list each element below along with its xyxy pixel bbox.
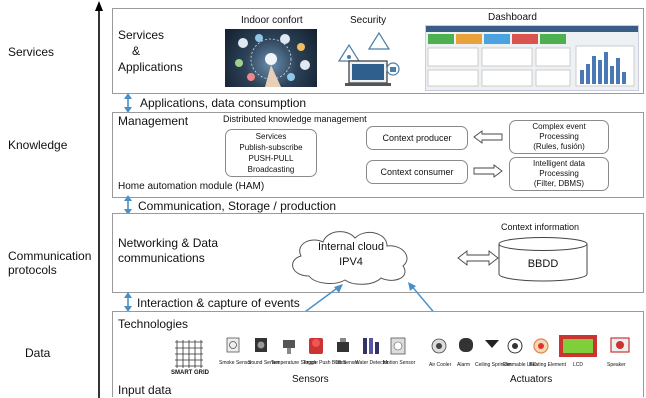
sensor-item-tilt: Tilt Sensor <box>335 360 359 366</box>
bbdd-label: BBDD <box>527 258 559 270</box>
arrow-from-consumer <box>473 164 503 178</box>
actuators-label: Actuators <box>510 374 553 385</box>
actuator-item-speaker: Speaker <box>607 362 626 368</box>
services-box: Services Publish-subscribe PUSH-PULL Bro… <box>225 129 317 177</box>
actuator-item-sprinkler: Ceiling Sprinkler <box>475 362 512 368</box>
communication-layer: Networking & Data communications Interna… <box>112 213 644 293</box>
sensor-icons <box>226 337 406 355</box>
actuator-item-air-cooler: Air Cooler <box>429 362 452 368</box>
label-communication: Communication protocols <box>8 249 92 277</box>
services-title: Services & Applications <box>118 28 183 74</box>
actuator-item-alarm: Alarm <box>457 362 471 368</box>
sensors-label: Sensors <box>292 374 329 385</box>
sensor-item-temperature: Temperature Sensor <box>271 360 317 366</box>
arrow-to-producer <box>473 130 503 144</box>
applications-data-consumption-label: Applications, data consumption <box>140 96 307 110</box>
sensor-item-toggle: Toggle Push Button <box>303 360 347 366</box>
actuator-item-dimmable-led: Dimmable LED <box>503 362 537 368</box>
security-image <box>335 27 403 87</box>
arrow-applications <box>124 93 132 113</box>
data-layer: Technologies SMART GRID Smoke Sensor Sou… <box>112 311 644 397</box>
dashboard-label: Dashboard <box>488 12 537 23</box>
security-label: Security <box>350 15 387 26</box>
context-producer-box: Context producer <box>366 126 468 150</box>
communication-storage-label: Communication, Storage / production <box>138 199 337 213</box>
sensor-item-water: Water Detector <box>355 360 389 366</box>
arrow-interaction <box>124 292 132 312</box>
label-data: Data <box>25 346 51 360</box>
label-knowledge: Knowledge <box>8 138 68 152</box>
sensor-item-smoke: Smoke Sensor <box>219 360 252 366</box>
label-services: Services <box>8 45 55 59</box>
smart-grid-icon <box>175 340 203 368</box>
arrow-communication <box>124 195 132 215</box>
networking-title: Networking & Data communications <box>118 236 219 265</box>
bbdd-cylinder <box>498 237 588 282</box>
interaction-capture-label: Interaction & capture of events <box>137 296 300 310</box>
actuator-item-lcd: LCD <box>573 362 584 368</box>
indoor-confort-label: Indoor confort <box>241 15 303 26</box>
actuator-icons <box>431 335 630 357</box>
cloud-db-arrow <box>457 250 499 266</box>
knowledge-layer: Management Distributed knowledge managem… <box>112 112 644 198</box>
vertical-axis-arrow <box>95 1 103 398</box>
distributed-knowledge-label: Distributed knowledge management <box>223 114 367 124</box>
internal-cloud-shape <box>292 231 408 285</box>
dashboard-image <box>425 25 639 91</box>
input-data-label: Input data <box>118 383 172 397</box>
internal-cloud-label: Internal cloud IPV4 <box>317 241 385 268</box>
actuator-item-heating: Heating Element <box>529 362 566 368</box>
management-label: Management <box>118 114 189 128</box>
context-information-label: Context information <box>501 222 580 232</box>
smart-grid-label: SMART GRID <box>171 370 209 376</box>
intelligent-data-box: Intelligent data Processing (Filter, DBM… <box>509 157 609 191</box>
ham-label: Home automation module (HAM) <box>118 181 265 192</box>
complex-event-box: Complex event Processing (Rules, fusión) <box>509 120 609 154</box>
context-consumer-box: Context consumer <box>366 160 468 184</box>
sensor-item-sound: Sound Sensor <box>248 360 280 366</box>
indoor-confort-image <box>225 29 317 87</box>
sensor-item-motion: Motion Sensor <box>383 360 416 366</box>
technologies-label: Technologies <box>118 317 189 331</box>
services-layer: Services & Applications Indoor confort S… <box>112 8 644 94</box>
